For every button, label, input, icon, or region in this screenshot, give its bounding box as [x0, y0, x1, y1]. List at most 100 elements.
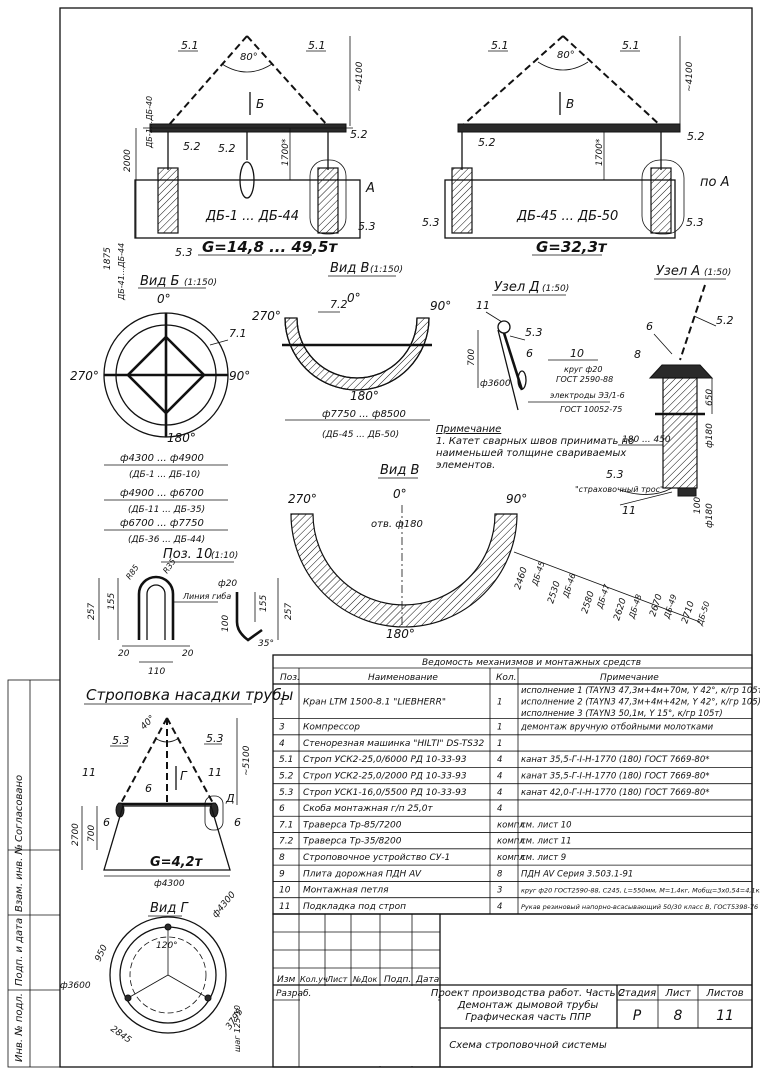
sn-h5100: ~5100 — [242, 745, 252, 776]
na-scale: (1:50) — [704, 268, 731, 278]
vg-950: 950 — [94, 943, 110, 963]
tb-sub1: Демонтаж дымовой трубы — [457, 999, 599, 1011]
vv2-otv: отв. ф180 — [371, 519, 423, 530]
mech-row-qty: 8 — [497, 869, 503, 879]
sn-gw: G=4,2т — [150, 855, 204, 870]
mech-row-note: демонтаж вручную отбойными молотками — [520, 723, 714, 733]
mech-row-pos: 9 — [279, 869, 285, 879]
sn-g: Г — [180, 769, 188, 783]
tl-53b: 5.3 — [358, 220, 376, 233]
mech-row-pos: 1 — [279, 697, 285, 707]
tb-col-list: Лист — [326, 975, 348, 984]
mech-row-note: ПДН AV Серия 3.503.1-91 — [521, 869, 633, 879]
vv1-dim: ф7750 ... ф8500 — [322, 409, 406, 420]
na-100: 100 — [693, 497, 703, 514]
tl-d1700: 1700* — [281, 138, 291, 166]
p10-f20: ф20 — [218, 579, 237, 589]
sn-53b: 5.3 — [206, 732, 224, 745]
vg-120: 120° — [156, 941, 178, 951]
mech-row-note: исполнение 1 (TAYN3 47,3м+4м+70м, Y 42°,… — [521, 686, 760, 696]
mech-row-qty: 4 — [497, 902, 502, 912]
tr-52b: 5.2 — [687, 130, 705, 143]
tr-angle: 80° — [557, 50, 575, 61]
tl-d40: ДБ-1...ДБ-40 — [145, 96, 154, 149]
mech-row-name: Строп УСК2-25,0/2000 РД 10-33-93 — [303, 772, 467, 782]
mech-row-name: Траверса Тр-85/7200 — [303, 820, 402, 830]
mech-row-name: Строп УСК2-25,0/6000 РД 10-33-93 — [303, 755, 467, 765]
vg-shag: шаг 125 10 — [233, 1005, 242, 1052]
mech-row-pos: 5.3 — [279, 788, 294, 798]
vv2-title: Вид В — [380, 463, 419, 478]
p10-35: 35° — [258, 639, 274, 649]
mech-row-name: Плита дорожная ПДН AV — [303, 869, 422, 879]
tr-v: В — [566, 97, 574, 111]
nd-53: 5.3 — [525, 326, 543, 339]
na-8: 8 — [634, 348, 641, 361]
tb-sheet-h: Лист — [664, 988, 692, 999]
tl-g: G=14,8 ... 49,5т — [202, 238, 338, 256]
na-6: 6 — [646, 320, 653, 333]
mech-row-pos: 6 — [279, 804, 285, 814]
mech-row-name: Стенорезная машинка "HILTI" DS-TS32 — [303, 739, 485, 749]
vv2-a90: 90° — [506, 492, 527, 506]
stamp-soglasovano: Согласовано — [14, 775, 25, 842]
vv1-a180: 180° — [350, 389, 379, 403]
na-11: 11 — [622, 504, 636, 517]
tr-poa: по А — [700, 175, 729, 190]
nd-6: 6 — [526, 347, 533, 360]
vb-t1: (ДБ-1 ... ДБ-10) — [129, 470, 200, 480]
mech-row-pos: 10 — [279, 886, 291, 896]
mech-row-pos: 5.1 — [279, 755, 293, 765]
tr-beam — [457, 123, 681, 133]
tb-project: Проект производства работ. Часть 2 — [431, 987, 625, 999]
na-53: 5.3 — [606, 468, 624, 481]
sn-700: 700 — [87, 825, 97, 842]
vv2-a0: 0° — [393, 487, 407, 501]
tb-razrab: Разраб. — [276, 989, 311, 999]
vv2-d10: 2710 — [680, 600, 697, 625]
chimney-cap-rigging: Строповка насадки трубы 40° 5.3 5.3 ~510… — [71, 686, 294, 889]
nd-title: Узел Д — [494, 280, 539, 295]
mech-row-pos: 4 — [279, 739, 285, 749]
tr-53b: 5.3 — [686, 216, 704, 229]
view-g: Вид Г ф4300 120° 950 ф3600 2845 3795 шаг… — [60, 890, 246, 1052]
elevation-right: 80° 5.1 5.1 ~4100 В 5.2 5.2 1700* по А Д… — [422, 35, 729, 256]
tl-angle: 80° — [240, 52, 258, 63]
vb-a270: 270° — [70, 369, 99, 383]
na-180450: 180 ... 450 — [622, 435, 671, 445]
stamp-vzam: Взам. инв. № — [14, 844, 25, 912]
mech-row-qty: компл — [497, 837, 525, 847]
tl-h4100: ~4100 — [355, 61, 365, 92]
note-line2: наименьшей толщине свариваемых — [436, 448, 626, 459]
tr-d1700: 1700* — [595, 138, 605, 166]
vv2-d0: 2460 — [513, 566, 530, 591]
nd-3600: ф3600 — [480, 379, 511, 389]
mech-h-notes: Примечание — [600, 673, 659, 683]
vv1-title: Вид В — [330, 261, 369, 276]
node-a: Узел А (1:50) 5.2 6 8 650 ф180 180 ... 4… — [575, 264, 734, 528]
tl-d2000: 2000 — [123, 149, 133, 172]
vg-title: Вид Г — [150, 901, 189, 916]
tl-d4144: ДБ-41...ДБ-44 — [117, 243, 126, 301]
elevation-left: 80° 5.1 5.1 ~4100 Б ДБ-1...ДБ-40 5.2 5.2… — [103, 35, 376, 301]
na-180a: ф180 — [705, 423, 715, 448]
nd-10: 10 — [570, 347, 584, 360]
tb-sheet: 8 — [674, 1008, 683, 1024]
tb-col-kol: Кол.уч — [300, 975, 328, 984]
vb-title: Вид Б — [140, 274, 179, 289]
mech-row-name: Подкладка под строп — [303, 902, 406, 912]
na-180b: ф180 — [705, 503, 715, 528]
p10-r85: R85 — [124, 563, 140, 581]
mech-row-qty: 4 — [497, 804, 502, 814]
vv2-d5: ДБ-47 — [595, 582, 612, 610]
tl-a: А — [365, 181, 375, 196]
sn-ang: 40° — [139, 714, 157, 732]
mech-row-note: канат 35,5-Г-I-Н-1770 (180) ГОСТ 7669-80… — [521, 755, 710, 765]
mech-row-pos: 5.2 — [279, 772, 294, 782]
na-650: 650 — [705, 389, 715, 406]
mech-row-pos: 3 — [279, 723, 285, 733]
vv1-a90: 90° — [430, 299, 451, 313]
view-v1: Вид В (1:150) 0° 270° 90° 7.2 180° ф7750… — [252, 261, 451, 440]
vb-t0: ф4300 ... ф4900 — [120, 453, 204, 464]
